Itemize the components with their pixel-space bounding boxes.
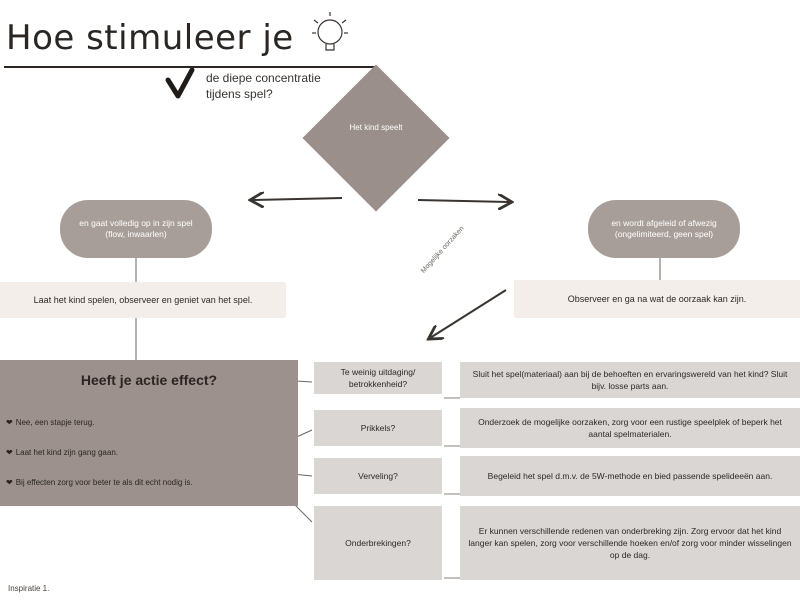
left-advice-note: Laat het kind spelen, observeer en genie… [0, 282, 286, 318]
cause-question: Prikkels? [314, 410, 442, 446]
effect-item: ❤Nee, een stapje terug. [6, 418, 95, 427]
effect-title: Heeft je actie effect? [80, 372, 218, 388]
cause-advice: Begeleid het spel d.m.v. de 5W-methode e… [460, 456, 800, 496]
cause-question: Verveling? [314, 458, 442, 494]
cause-advice: Er kunnen verschillende redenen van onde… [460, 506, 800, 580]
title-underline [4, 66, 376, 68]
lightbulb-icon [312, 12, 348, 51]
left-outcome-pill: en gaat volledig op in zijn spel (flow, … [60, 200, 212, 258]
subtitle: de diepe concentratie tijdens spel? [206, 70, 321, 102]
cause-question: Onderbrekingen? [314, 506, 442, 580]
arrow-diagonal [430, 289, 507, 338]
cause-advice: Onderzoek de mogelijke oorzaken, zorg vo… [460, 408, 800, 448]
cause-advice: Sluit het spel(materiaal) aan bij de beh… [460, 362, 800, 398]
arrow-left [252, 198, 343, 200]
subtitle-line-2: tijdens spel? [206, 87, 273, 101]
check-icon [165, 67, 195, 99]
subtitle-line-1: de diepe concentratie [206, 71, 321, 85]
page-title: Hoe stimuleer je [6, 18, 294, 58]
decision-diamond-label: Het kind speelt [349, 123, 403, 132]
effect-item: ❤Bij effecten zorg voor beter te als dit… [6, 478, 193, 487]
right-advice-note: Observeer en ga na wat de oorzaak kan zi… [514, 280, 800, 318]
effect-item: ❤Laat het kind zijn gang gaan. [6, 448, 119, 457]
heart-icon: ❤ [6, 418, 13, 427]
footer-label: Inspiratie 1. [8, 584, 50, 593]
effect-panel [0, 360, 298, 506]
cause-question: Te weinig uitdaging/ betrokkenheid? [314, 362, 442, 394]
arrow-right [417, 200, 510, 202]
heart-icon: ❤ [6, 448, 13, 457]
heart-icon: ❤ [6, 478, 13, 487]
right-outcome-pill: en wordt afgeleid of afwezig (ongelimite… [588, 200, 740, 258]
